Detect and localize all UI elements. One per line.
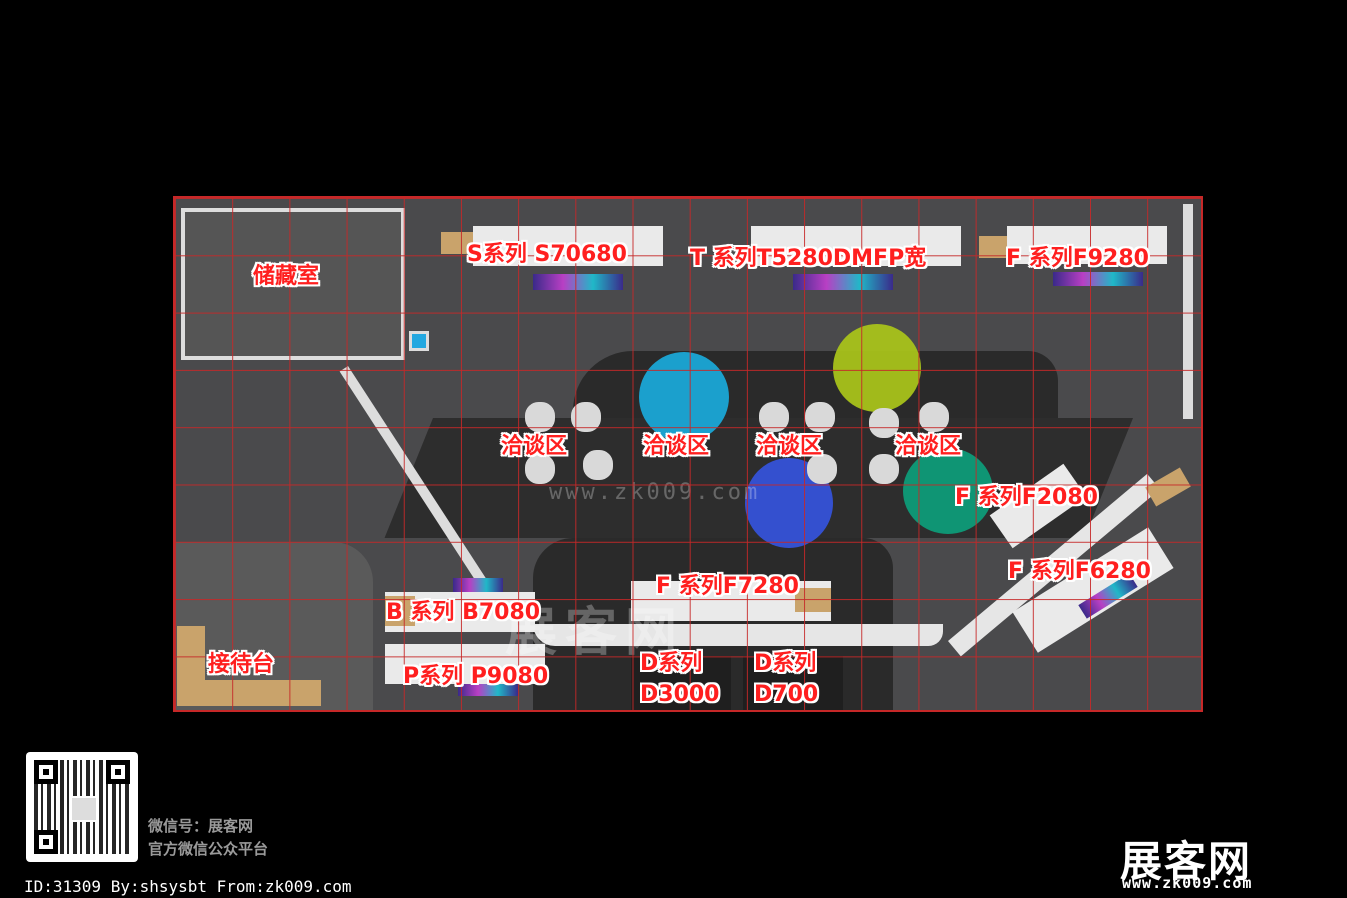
label-s-series: S系列 S70680 — [467, 242, 627, 267]
screen-b-series — [453, 578, 503, 592]
water-dispenser — [409, 331, 429, 351]
brand-logo: 展客网 — [1120, 837, 1253, 886]
qr-finder — [106, 760, 130, 784]
desk-f7280-wood — [795, 588, 831, 612]
reception-counter-base — [177, 680, 321, 706]
label-d700: D系列 D700 — [754, 651, 819, 707]
wechat-id: 微信号：展客网 — [148, 817, 254, 835]
label-b-series: B 系列 B7080 — [386, 600, 541, 625]
label-negotiation-1: 洽谈区 — [501, 434, 568, 459]
label-f7280: F 系列F7280 — [656, 574, 799, 599]
watermark-url: www.zk009.com — [549, 480, 761, 505]
image-info: ID:31309 By:shsysbt From:zk009.com — [24, 877, 352, 896]
label-negotiation-3: 洽谈区 — [756, 434, 823, 459]
label-t-series: T 系列T5280DMFP宽 — [690, 246, 927, 271]
label-d3000: D系列 D3000 — [640, 651, 720, 707]
screen-t-series — [793, 274, 893, 290]
label-f6280: F 系列F6280 — [1008, 559, 1151, 584]
qr-finder — [34, 830, 58, 854]
screen-s-series — [533, 274, 623, 290]
label-negotiation-4: 洽谈区 — [895, 434, 962, 459]
label-storage-room: 储藏室 — [253, 264, 320, 289]
desk-f2080-wood — [1145, 467, 1191, 507]
label-f9280: F 系列F9280 — [1006, 246, 1149, 271]
umbrella-lime — [833, 324, 921, 412]
qr-code — [26, 752, 138, 862]
qr-logo — [70, 796, 98, 822]
chair — [571, 402, 601, 432]
label-reception: 接待台 — [208, 652, 275, 677]
label-p-series: P系列 P9080 — [403, 664, 549, 689]
brand-url: www.zk009.com — [1122, 874, 1253, 892]
qr-finder — [34, 760, 58, 784]
wechat-platform: 官方微信公众平台 — [148, 840, 269, 858]
label-f2080: F 系列F2080 — [955, 485, 1098, 510]
right-wall — [1183, 204, 1193, 419]
screen-f9280 — [1053, 272, 1143, 286]
chair — [583, 450, 613, 480]
label-negotiation-2: 洽谈区 — [643, 434, 710, 459]
